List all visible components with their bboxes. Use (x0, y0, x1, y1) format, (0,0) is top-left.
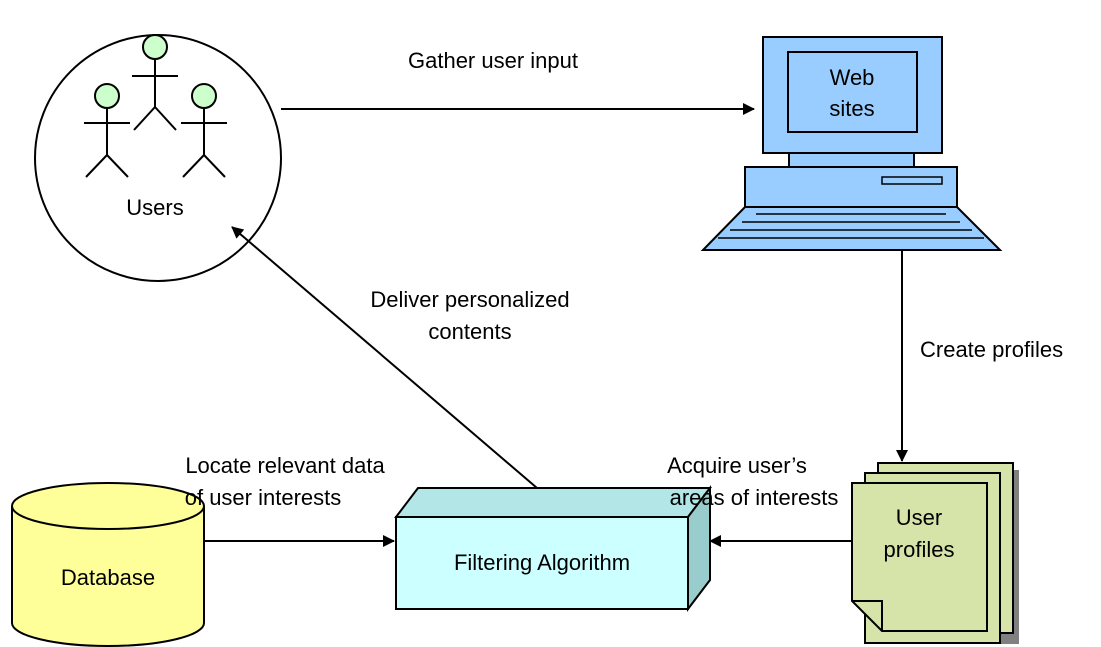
user-icon (84, 83, 130, 178)
database-label: Database (61, 565, 155, 590)
locate-label-line1: Locate relevant data (185, 453, 385, 478)
user-icon (132, 34, 178, 131)
create-profiles-label: Create profiles (920, 337, 1063, 362)
user-icon (181, 83, 227, 178)
websites-label-line2: sites (829, 96, 874, 121)
acquire-label-line2: areas of interests (670, 485, 839, 510)
user-profiles-node: User profiles (851, 462, 1019, 644)
profiles-label-line1: User (896, 505, 942, 530)
filter-label: Filtering Algorithm (454, 550, 630, 575)
deliver-arrow (231, 226, 538, 489)
deliver-label-line2: contents (428, 319, 511, 344)
users-node: Users (34, 34, 282, 282)
gather-label: Gather user input (408, 48, 578, 73)
database-node: Database (11, 482, 205, 647)
profiles-label-line2: profiles (884, 537, 955, 562)
acquire-label-line1: Acquire user’s (667, 453, 807, 478)
filter-node: Filtering Algorithm (393, 485, 713, 612)
locate-label-line2: of user interests (185, 485, 342, 510)
users-label: Users (126, 195, 183, 220)
websites-label-line1: Web (830, 65, 875, 90)
deliver-label-line1: Deliver personalized (370, 287, 569, 312)
keyboard-icon (700, 206, 1003, 251)
drive-slot (881, 176, 943, 185)
websites-node: Web sites (700, 36, 1003, 251)
